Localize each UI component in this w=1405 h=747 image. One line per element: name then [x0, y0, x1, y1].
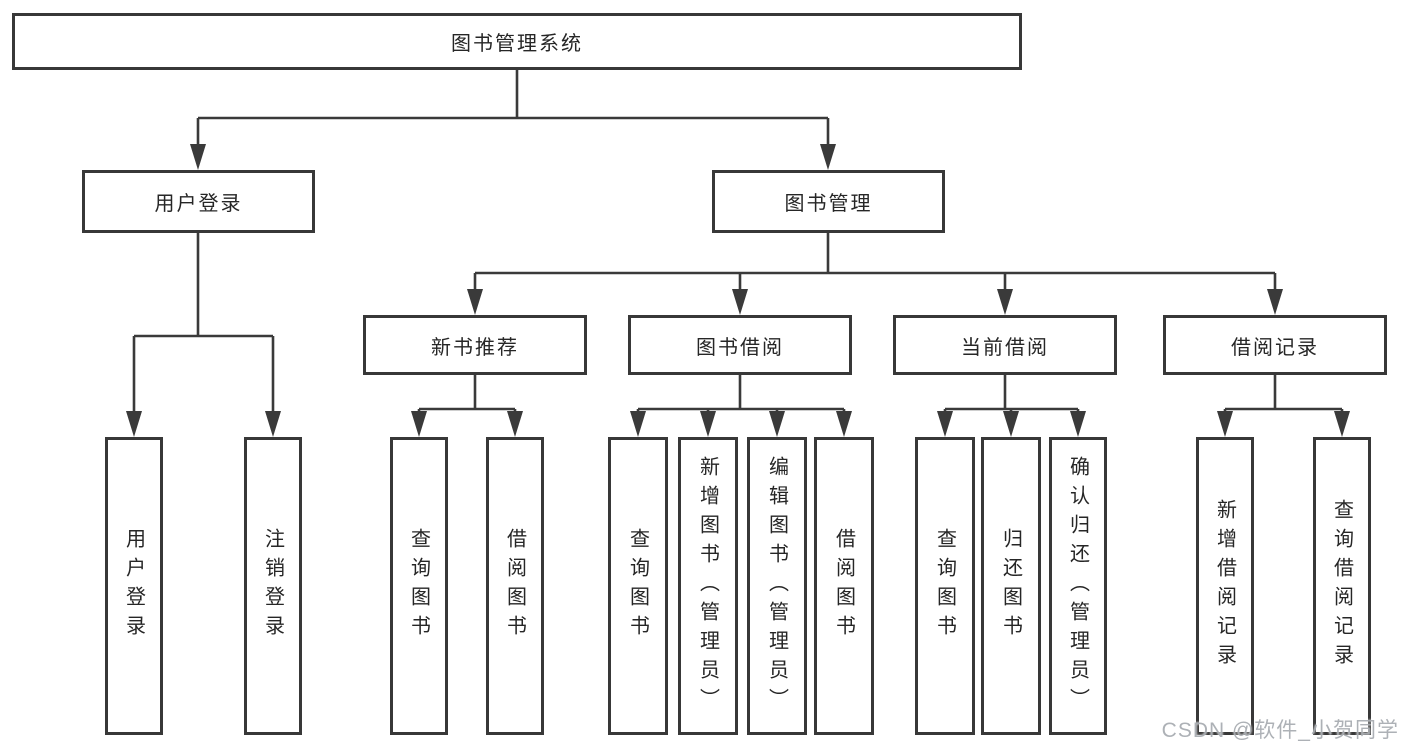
node-borrowing-records: 借阅记录 — [1163, 315, 1387, 375]
connector-user-login-to-leaves — [126, 233, 281, 437]
leaf-query-books-current: 查询图书 — [915, 437, 975, 735]
arrowhead-down — [411, 411, 523, 437]
node-book-management: 图书管理 — [712, 170, 945, 233]
leaf-add-borrow-record: 新增借阅记录 — [1196, 437, 1254, 735]
connector-lines — [636, 375, 846, 417]
arrowhead-down — [126, 411, 281, 437]
node-current-borrowing: 当前借阅 — [893, 315, 1117, 375]
leaf-borrow-books-recommend: 借阅图书 — [486, 437, 544, 735]
connector-current-borrowing-to-leaves — [937, 375, 1086, 437]
leaf-borrow-books: 借阅图书 — [814, 437, 874, 735]
node-user-login: 用户登录 — [82, 170, 315, 233]
connector-book-borrowing-to-leaves — [630, 375, 852, 437]
csdn-watermark: CSDN @软件_小贺同学 — [1161, 719, 1399, 742]
connector-book-management-to-level3 — [467, 233, 1283, 315]
leaf-query-books-borrowing: 查询图书 — [608, 437, 668, 735]
arrowhead-down — [1217, 411, 1350, 437]
connector-borrowing-records-to-leaves — [1217, 375, 1350, 437]
leaf-query-borrow-record: 查询借阅记录 — [1313, 437, 1371, 735]
arrowhead-down — [190, 144, 836, 170]
leaf-add-books-admin: 新增图书（管理员） — [678, 437, 738, 735]
arrowhead-down — [630, 411, 852, 437]
leaf-return-books: 归还图书 — [981, 437, 1041, 735]
leaf-edit-books-admin: 编辑图书（管理员） — [747, 437, 807, 735]
node-library-management-system: 图书管理系统 — [12, 13, 1022, 70]
connector-lines — [417, 375, 517, 417]
connector-new-book-to-leaves — [411, 375, 523, 437]
node-new-book-recommendation: 新书推荐 — [363, 315, 587, 375]
leaf-logout: 注销登录 — [244, 437, 302, 735]
connector-root-to-level2 — [190, 70, 836, 170]
connector-lines — [132, 233, 275, 416]
connector-lines — [1223, 375, 1344, 417]
arrowhead-down — [937, 411, 1086, 437]
leaf-confirm-return-admin: 确认归还（管理员） — [1049, 437, 1107, 735]
node-book-borrowing: 图书借阅 — [628, 315, 852, 375]
leaf-user-login: 用户登录 — [105, 437, 163, 735]
connector-lines — [943, 375, 1080, 417]
connector-lines — [473, 233, 1277, 295]
arrowhead-down — [467, 289, 1283, 315]
connector-lines — [196, 70, 830, 150]
leaf-query-books-recommend: 查询图书 — [390, 437, 448, 735]
